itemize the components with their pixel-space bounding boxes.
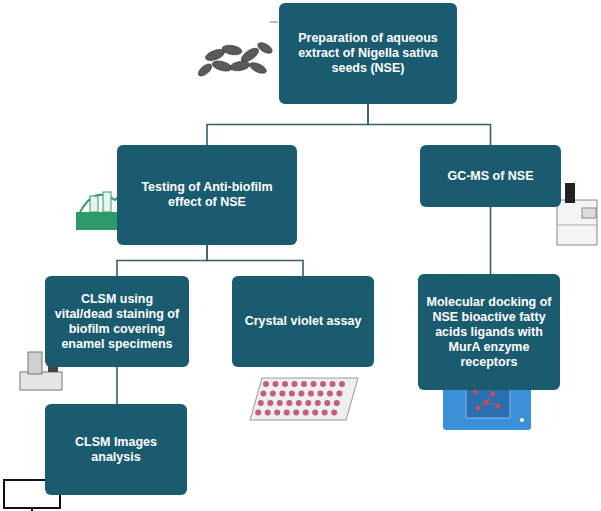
well: [274, 410, 280, 416]
connector-line: [207, 245, 303, 276]
well: [308, 391, 314, 397]
well: [260, 391, 266, 397]
gcms-illustration: [557, 183, 597, 245]
well: [301, 381, 307, 387]
well: [289, 391, 295, 397]
well: [330, 381, 336, 387]
well: [339, 381, 345, 387]
connector-line: [490, 207, 492, 274]
well: [324, 400, 330, 406]
connector-line: [116, 367, 118, 404]
well: [311, 381, 317, 387]
well: [273, 381, 279, 387]
well: [277, 400, 283, 406]
process-box: Crystal violet assay: [232, 276, 374, 367]
process-box: GC-MS of NSE: [420, 145, 561, 207]
connector-line: [368, 104, 491, 145]
well: [286, 400, 292, 406]
well: [317, 391, 323, 397]
box-label: Testing of Anti-biofilm effect of NSE: [125, 180, 289, 210]
well: [320, 381, 326, 387]
well: [331, 410, 337, 416]
box-label: CLSM using vital/dead staining of biofil…: [53, 292, 181, 352]
box-label: Molecular docking of NSE bioactive fatty…: [426, 295, 552, 370]
well: [263, 381, 269, 387]
box-label: CLSM Images analysis: [53, 435, 179, 465]
well: [336, 391, 342, 397]
small-mark: [270, 22, 278, 23]
well: [327, 391, 333, 397]
process-box: CLSM using vital/dead staining of biofil…: [45, 276, 189, 367]
seeds-illustration: [196, 41, 274, 79]
well: [284, 410, 290, 416]
connector-line: [117, 245, 207, 276]
well: [298, 391, 304, 397]
box-label: Crystal violet assay: [245, 314, 362, 329]
well: [303, 410, 309, 416]
well-plate-illustration: [250, 378, 358, 420]
well: [265, 410, 271, 416]
connector-line: [207, 104, 368, 145]
well: [312, 410, 318, 416]
well: [305, 400, 311, 406]
well: [255, 410, 261, 416]
well: [322, 410, 328, 416]
well: [267, 400, 273, 406]
process-box: Preparation of aqueous extract of Nigell…: [279, 3, 457, 104]
box-label: Preparation of aqueous extract of Nigell…: [287, 31, 449, 76]
well: [315, 400, 321, 406]
well: [279, 391, 285, 397]
well: [334, 400, 340, 406]
well: [293, 410, 299, 416]
process-box: CLSM Images analysis: [45, 404, 187, 495]
well: [296, 400, 302, 406]
box-label: GC-MS of NSE: [447, 169, 533, 184]
process-box: Testing of Anti-biofilm effect of NSE: [117, 145, 297, 245]
well: [292, 381, 298, 387]
well: [282, 381, 288, 387]
well: [270, 391, 276, 397]
well: [258, 400, 264, 406]
process-box: Molecular docking of NSE bioactive fatty…: [418, 274, 560, 390]
